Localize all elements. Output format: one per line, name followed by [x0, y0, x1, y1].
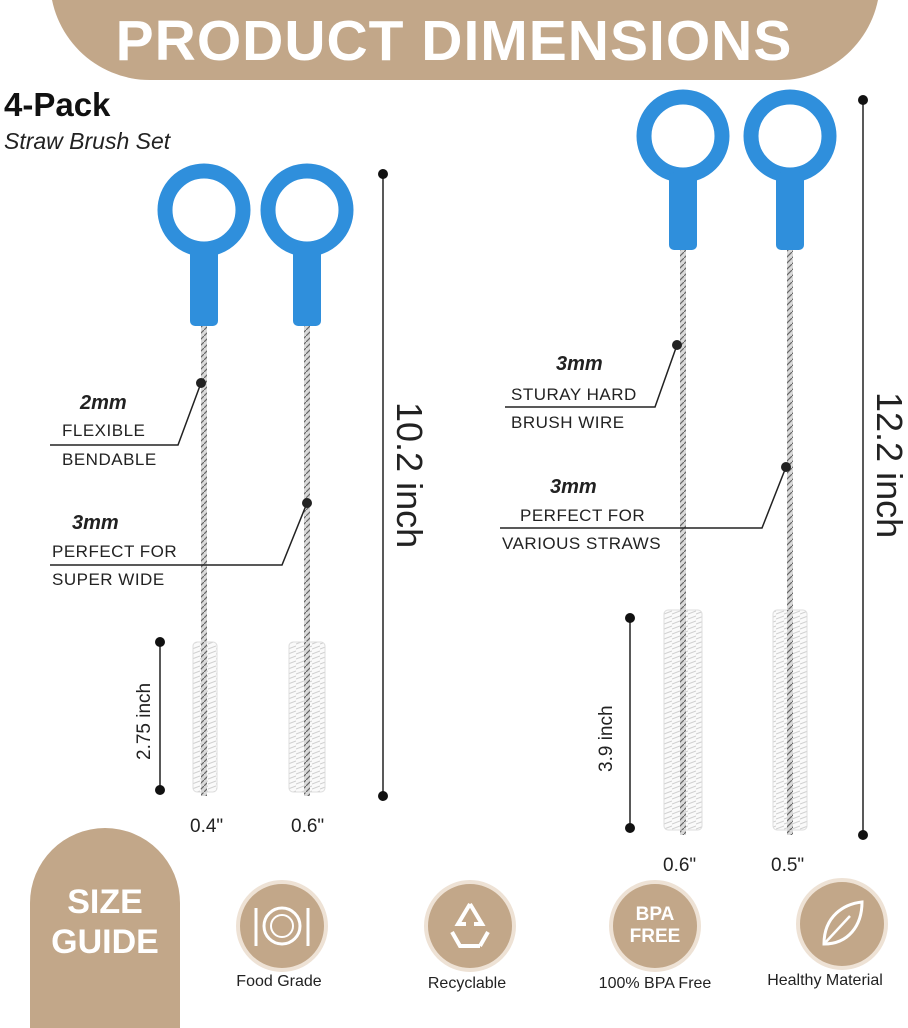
product-subtitle: Straw Brush Set — [4, 128, 171, 154]
brush-ring — [743, 89, 837, 183]
size-guide-badge — [30, 828, 180, 1028]
brush-wire — [304, 326, 310, 796]
feature-label-healthy-material: Healthy Material — [767, 972, 883, 989]
header-banner — [50, 0, 880, 80]
brush-illustration — [50, 89, 868, 840]
callout-lines-left — [50, 382, 308, 566]
brush-handle — [669, 172, 697, 250]
right-diameter-2: 0.5" — [771, 855, 805, 876]
brush-left-2 — [260, 163, 354, 796]
right-callout2-size: 3mm — [550, 476, 597, 498]
left-diameter-2: 0.6" — [291, 816, 325, 837]
brush-ring — [636, 89, 730, 183]
right-callout2-line2: VARIOUS STRAWS — [502, 534, 662, 553]
brush-wire — [787, 250, 793, 835]
recycle-icon — [424, 880, 516, 972]
left-total-length: 10.2 inch — [389, 402, 430, 549]
plate-cutlery-icon — [236, 880, 328, 972]
brush-wire — [201, 326, 207, 796]
page-title: PRODUCT DIMENSIONS — [115, 9, 793, 73]
bpa-free-icon: BPA FREE — [609, 880, 701, 972]
left-callout1-line2: BENDABLE — [62, 450, 157, 469]
feature-label-recyclable: Recyclable — [427, 975, 507, 992]
brush-ring — [260, 163, 354, 257]
left-callout2-size: 3mm — [72, 512, 119, 534]
left-callout2-line2: SUPER WIDE — [52, 570, 165, 589]
brush-ring — [157, 163, 251, 257]
left-diameter-1: 0.4" — [190, 816, 224, 837]
brush-handle — [293, 246, 321, 326]
brush-left-1 — [157, 163, 251, 796]
dimension-lines — [159, 100, 864, 835]
brush-handle — [190, 246, 218, 326]
left-callout1-size: 2mm — [80, 392, 127, 414]
callout-lines-right — [500, 344, 787, 529]
right-callout1-line1: STURAY HARD — [511, 385, 637, 404]
pack-count: 4-Pack — [4, 86, 111, 123]
brush-right-2 — [743, 89, 837, 835]
feature-label-bpa-free: 100% BPA Free — [598, 975, 712, 992]
right-bristle-length: 3.9 inch — [596, 705, 617, 772]
feature-label-food-grade: Food Grade — [236, 973, 322, 990]
right-total-length: 12.2 inch — [869, 392, 908, 539]
right-callout1-size: 3mm — [556, 353, 603, 375]
size-guide-text: SIZE GUIDE — [51, 883, 159, 961]
brush-wire — [680, 250, 686, 835]
left-callout1-line1: FLEXIBLE — [62, 421, 146, 440]
left-callout2-line1: PERFECT FOR — [52, 542, 178, 561]
right-callout1-line2: BRUSH WIRE — [511, 413, 625, 432]
right-diameter-1: 0.6" — [663, 855, 697, 876]
leaf-icon — [796, 878, 888, 970]
brush-handle — [776, 172, 804, 250]
left-bristle-length: 2.75 inch — [134, 682, 155, 760]
brush-right-1 — [636, 89, 730, 835]
right-callout2-line1: PERFECT FOR — [520, 506, 646, 525]
